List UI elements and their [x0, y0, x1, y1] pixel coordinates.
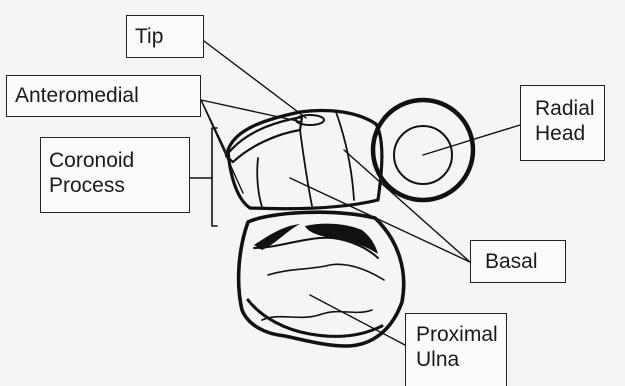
leader-tip	[200, 38, 306, 118]
label-proximal-ulna: Proximal Ulna	[405, 313, 507, 386]
ulna-ridge-bottom	[268, 264, 384, 280]
label-tip: Tip	[126, 15, 204, 58]
coronoid-bracket	[212, 128, 217, 226]
label-basal: Basal	[470, 240, 566, 283]
anteromedial-facet	[226, 117, 302, 162]
leader-proximal-ulna	[310, 295, 405, 345]
label-radial-head: Radial Head	[520, 85, 605, 161]
label-coronoid-process: Coronoid Process	[40, 137, 190, 213]
leader-anteromedial-3	[201, 100, 243, 193]
facet-line-2	[300, 130, 312, 206]
tip-oval	[296, 115, 324, 125]
facet-line-1	[257, 158, 262, 207]
label-anteromedial: Anteromedial	[6, 75, 201, 117]
